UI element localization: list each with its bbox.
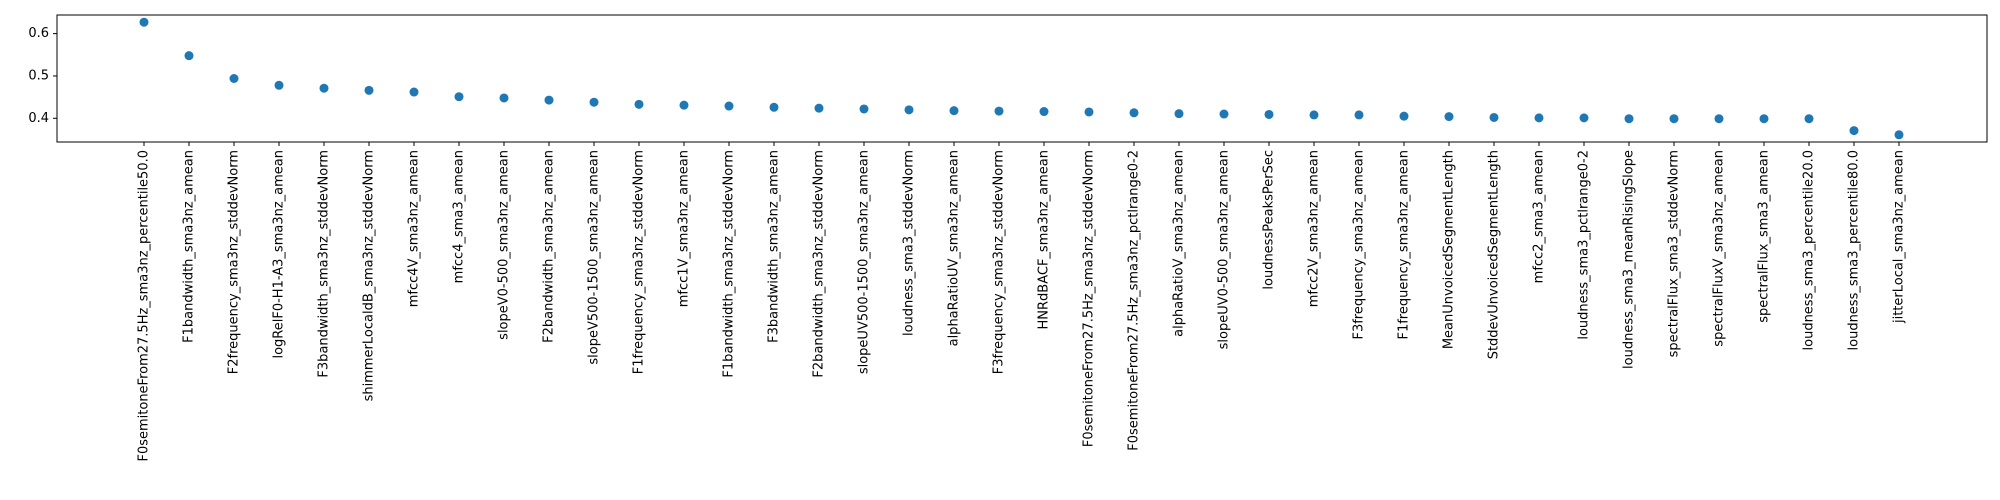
x-tick-label: loudness_sma3_percentile80.0: [1847, 150, 1862, 350]
data-point: [859, 104, 869, 114]
data-point: [1129, 108, 1139, 118]
x-tick-label: F3bandwidth_sma3nz_stddevNorm: [317, 150, 332, 378]
x-tick-label: alphaRatioUV_sma3nz_amean: [947, 150, 962, 346]
data-point: [1714, 114, 1724, 124]
x-tick-label: spectralFlux_sma3_amean: [1757, 150, 1772, 323]
x-tick-label: loudness_sma3_pctlrange0-2: [1577, 150, 1592, 340]
x-tick-label: F3frequency_sma3nz_amean: [1352, 150, 1367, 340]
data-point: [229, 74, 239, 83]
y-tick-label: 0.5: [28, 68, 49, 83]
x-tick-label: logRelF0-H1-A3_sma3nz_amean: [272, 150, 287, 359]
x-tick-label: F0semitoneFrom27.5Hz_sma3nz_percentile50…: [137, 150, 152, 462]
y-axis: 0.4 0.5 0.6: [28, 26, 57, 126]
data-point: [1669, 114, 1679, 124]
x-tick-label: loudnessPeaksPerSec: [1262, 150, 1277, 290]
data-point: [274, 80, 284, 90]
data-point: [814, 103, 824, 113]
data-point: [904, 105, 914, 115]
x-tick-label: mfcc2V_sma3nz_amean: [1307, 150, 1322, 307]
x-tick-label: spectralFlux_sma3_stddevNorm: [1667, 150, 1682, 357]
x-tick-label: loudness_sma3_meanRisingSlope: [1622, 150, 1637, 369]
x-tick-label: slopeUV0-500_sma3nz_amean: [1217, 150, 1232, 349]
data-point: [1264, 109, 1274, 119]
data-point: [1489, 112, 1499, 122]
x-axis: F0semitoneFrom27.5Hz_sma3nz_percentile50…: [137, 142, 1907, 462]
data-point: [994, 106, 1004, 116]
x-tick-label: F1bandwidth_sma3nz_amean: [182, 150, 197, 343]
data-point: [1624, 114, 1634, 124]
x-tick-label: alphaRatioV_sma3nz_amean: [1172, 150, 1187, 337]
data-point: [409, 87, 419, 97]
x-tick-label: mfcc4V_sma3nz_amean: [407, 150, 422, 307]
data-point: [1399, 111, 1409, 121]
data-point: [1444, 112, 1454, 122]
x-tick-label: shimmerLocaldB_sma3nz_stddevNorm: [362, 150, 377, 401]
x-tick-label: MeanUnvoicedSegmentLength: [1442, 150, 1457, 349]
x-tick-label: mfcc2_sma3_amean: [1532, 150, 1547, 283]
x-tick-label: spectralFluxV_sma3nz_amean: [1712, 150, 1727, 347]
data-point: [1894, 130, 1904, 140]
data-point: [139, 17, 149, 27]
data-point: [1849, 126, 1859, 136]
data-point: [1039, 107, 1049, 117]
data-point: [1534, 113, 1544, 123]
plot-frame: [56, 14, 1988, 143]
y-tick-label: 0.6: [28, 26, 49, 41]
x-tick-label: F3bandwidth_sma3nz_amean: [767, 150, 782, 343]
x-tick-label: loudness_sma3_stddevNorm: [902, 150, 917, 336]
x-tick-label: F2frequency_sma3nz_stddevNorm: [227, 150, 242, 374]
data-point: [499, 93, 509, 103]
data-point: [1354, 110, 1364, 120]
x-tick-label: slopeV500-1500_sma3nz_amean: [587, 150, 602, 365]
data-point: [1174, 109, 1184, 119]
data-point: [184, 51, 194, 61]
data-points: [139, 17, 1904, 140]
x-tick-label: F1frequency_sma3nz_amean: [1397, 150, 1412, 340]
data-point: [1579, 113, 1589, 123]
data-point: [769, 102, 779, 112]
y-tick-label: 0.4: [28, 111, 49, 126]
data-point: [1759, 114, 1769, 124]
x-tick-label: F0semitoneFrom27.5Hz_sma3nz_pctlrange0-2: [1127, 150, 1142, 451]
data-point: [319, 83, 329, 93]
x-tick-label: loudness_sma3_percentile20.0: [1802, 150, 1817, 350]
data-point: [1309, 110, 1319, 120]
x-tick-label: mfcc1V_sma3nz_amean: [677, 150, 692, 307]
x-tick-label: HNRdBACF_sma3nz_amean: [1037, 150, 1052, 330]
data-point: [724, 101, 734, 111]
x-tick-label: jitterLocal_sma3nz_amean: [1892, 150, 1907, 324]
x-tick-label: F2bandwidth_sma3nz_amean: [542, 150, 557, 343]
x-tick-label: F2bandwidth_sma3nz_stddevNorm: [812, 150, 827, 378]
x-tick-label: mfcc4_sma3_amean: [452, 150, 467, 283]
x-tick-label: slopeUV500-1500_sma3nz_amean: [857, 150, 872, 374]
data-point: [1084, 107, 1094, 117]
data-point: [454, 92, 464, 102]
x-tick-label: slopeV0-500_sma3nz_amean: [497, 150, 512, 340]
data-point: [364, 85, 374, 95]
data-point: [1219, 109, 1229, 119]
data-point: [634, 99, 644, 109]
data-point: [589, 97, 599, 107]
x-tick-label: StddevUnvoicedSegmentLength: [1487, 150, 1502, 359]
x-tick-label: F1frequency_sma3nz_stddevNorm: [632, 150, 647, 374]
data-point: [949, 106, 959, 116]
data-point: [1804, 114, 1814, 124]
data-point: [544, 95, 554, 105]
x-tick-label: F3frequency_sma3nz_stddevNorm: [992, 150, 1007, 374]
data-point: [679, 100, 689, 110]
x-tick-label: F0semitoneFrom27.5Hz_sma3nz_stddevNorm: [1082, 150, 1097, 447]
x-tick-label: F1bandwidth_sma3nz_stddevNorm: [722, 150, 737, 378]
